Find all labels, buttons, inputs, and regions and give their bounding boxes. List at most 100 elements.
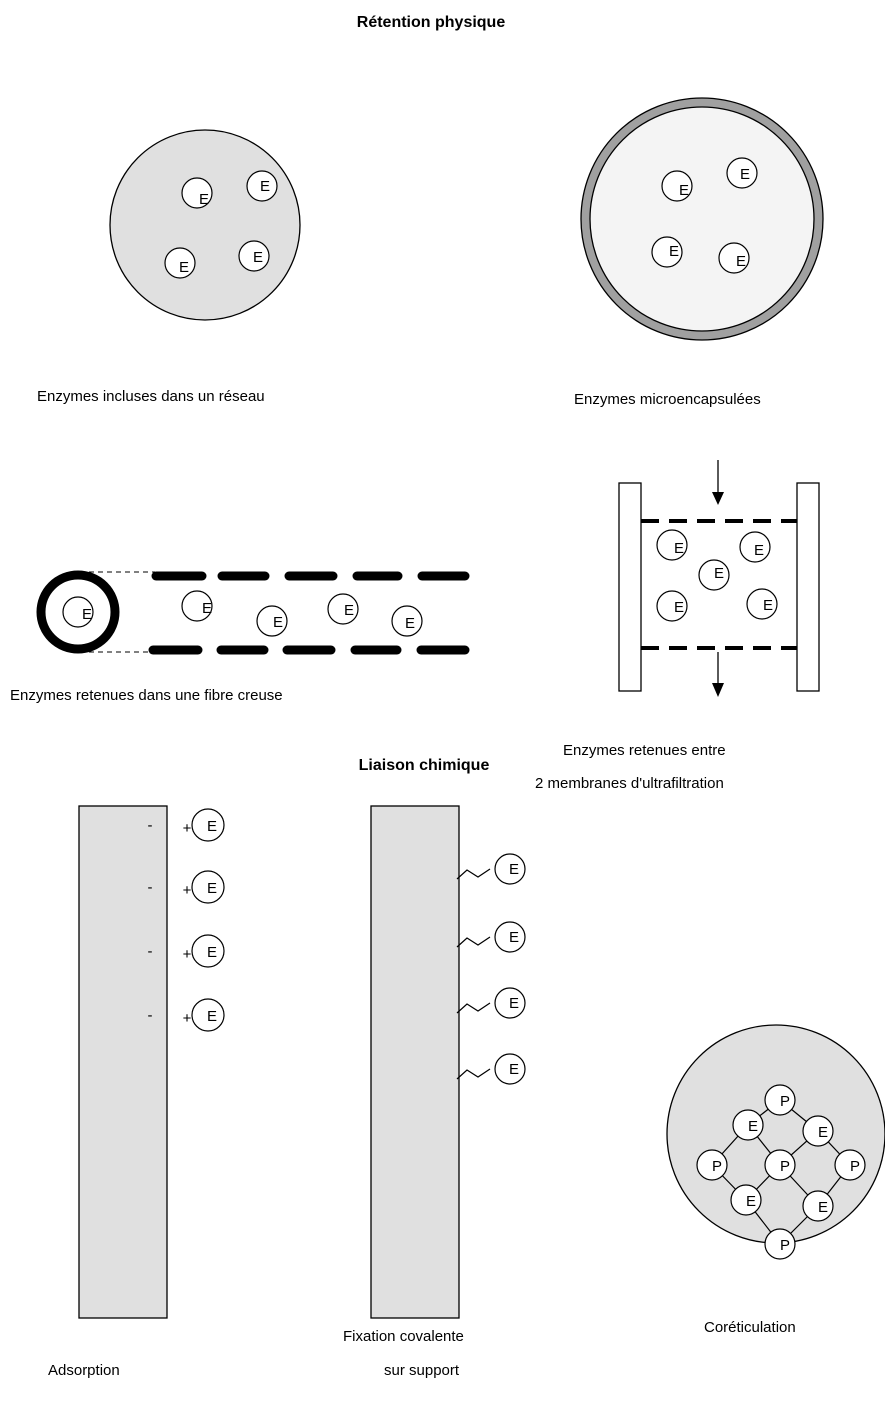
enzyme: E [802, 1115, 834, 1147]
enzyme: E [191, 808, 225, 842]
enzyme: E [494, 921, 526, 953]
svg-text:E: E [253, 249, 263, 266]
svg-text:E: E [202, 600, 212, 617]
covalent-linker [456, 936, 491, 948]
svg-text:E: E [748, 1118, 758, 1135]
svg-text:E: E [674, 599, 684, 616]
enzyme: E [256, 605, 288, 637]
negative-charge: - [148, 943, 153, 960]
svg-text:E: E [179, 259, 189, 276]
enzyme: E [651, 236, 683, 268]
svg-text:E: E [740, 166, 750, 183]
svg-text:E: E [736, 253, 746, 270]
enzyme: E [732, 1109, 764, 1141]
svg-text:E: E [679, 182, 689, 199]
positive-charge: + [183, 1010, 192, 1027]
covalent-diagram: E E E E [370, 805, 526, 1319]
ultrafiltration-diagram: E E E E E [618, 460, 820, 697]
enzyme: E [718, 242, 750, 274]
svg-text:E: E [344, 602, 354, 619]
caption-network: Enzymes incluses dans un réseau [37, 388, 265, 405]
svg-text:P: P [780, 1158, 790, 1175]
svg-text:E: E [818, 1199, 828, 1216]
enzyme: E [181, 590, 213, 622]
svg-text:E: E [207, 944, 217, 961]
enzyme: E [164, 247, 196, 279]
svg-text:P: P [850, 1158, 860, 1175]
svg-text:E: E [509, 861, 519, 878]
svg-text:E: E [207, 818, 217, 835]
caption-covalent-line2: sur support [384, 1362, 460, 1379]
svg-text:P: P [712, 1158, 722, 1175]
covalent-linker [456, 1068, 491, 1080]
positive-charge: + [183, 882, 192, 899]
svg-text:E: E [260, 178, 270, 195]
svg-text:E: E [669, 243, 679, 260]
enzyme: E [391, 605, 423, 637]
covalent-linker [456, 1002, 491, 1014]
covalent-linker [456, 868, 491, 880]
enzyme: E [191, 934, 225, 968]
polymer: P [834, 1149, 866, 1181]
negative-charge: - [148, 1007, 153, 1024]
physical-retention-title: Rétention physique [356, 14, 506, 31]
svg-text:P: P [780, 1093, 790, 1110]
inflow-arrow [712, 460, 724, 505]
enzyme: E [661, 170, 693, 202]
crosslink-particle [666, 1024, 885, 1244]
network-matrix [109, 129, 301, 321]
svg-text:E: E [763, 597, 773, 614]
svg-text:E: E [674, 540, 684, 557]
covalent-support [370, 805, 460, 1319]
svg-text:E: E [509, 1061, 519, 1078]
hollow-fiber-diagram: E E E E E [36, 570, 470, 655]
enzyme: E [802, 1190, 834, 1222]
enzyme: E [656, 529, 688, 561]
enzyme: E [746, 588, 778, 620]
positive-charge: + [183, 946, 192, 963]
polymer: P [764, 1228, 796, 1260]
positive-charge: + [183, 820, 192, 837]
svg-text:E: E [207, 880, 217, 897]
caption-ultrafiltration-line1: Enzymes retenues entre [563, 742, 726, 759]
enzyme: E [726, 157, 758, 189]
chemical-binding-title: Liaison chimique [358, 757, 490, 774]
polymer: P [696, 1149, 728, 1181]
svg-text:E: E [754, 542, 764, 559]
network-diagram: E E E E [109, 129, 301, 321]
enzyme: E [494, 1053, 526, 1085]
enzyme: E [191, 998, 225, 1032]
enzyme: E [191, 870, 225, 904]
negative-charge: - [148, 817, 153, 834]
adsorption-diagram: - + E - + E - + E - + E [78, 805, 225, 1319]
capsule-interior [589, 106, 815, 332]
enzyme: E [494, 853, 526, 885]
svg-text:P: P [780, 1237, 790, 1254]
enzyme: E [698, 559, 730, 591]
svg-text:E: E [509, 929, 519, 946]
adsorption-support [78, 805, 168, 1319]
svg-text:E: E [199, 191, 209, 208]
caption-microcapsule: Enzymes microencapsulées [574, 391, 761, 408]
reactor-wall-right [796, 482, 820, 692]
svg-text:E: E [746, 1193, 756, 1210]
svg-text:E: E [273, 614, 283, 631]
enzyme: E [730, 1184, 762, 1216]
reactor-wall-left [618, 482, 642, 692]
caption-hollow-fiber: Enzymes retenues dans une fibre creuse [10, 687, 283, 704]
svg-text:E: E [509, 995, 519, 1012]
enzyme: E [181, 177, 213, 209]
negative-charge: - [148, 879, 153, 896]
svg-text:E: E [714, 565, 724, 582]
caption-crosslinking: Coréticulation [704, 1319, 796, 1336]
caption-adsorption: Adsorption [48, 1362, 120, 1379]
enzyme: E [739, 531, 771, 563]
svg-text:E: E [207, 1008, 217, 1025]
caption-covalent-line1: Fixation covalente [343, 1328, 464, 1345]
outflow-arrow [712, 652, 724, 697]
enzyme: E [238, 240, 270, 272]
caption-ultrafiltration-line2: 2 membranes d'ultrafiltration [535, 775, 724, 792]
enzyme: E [494, 987, 526, 1019]
